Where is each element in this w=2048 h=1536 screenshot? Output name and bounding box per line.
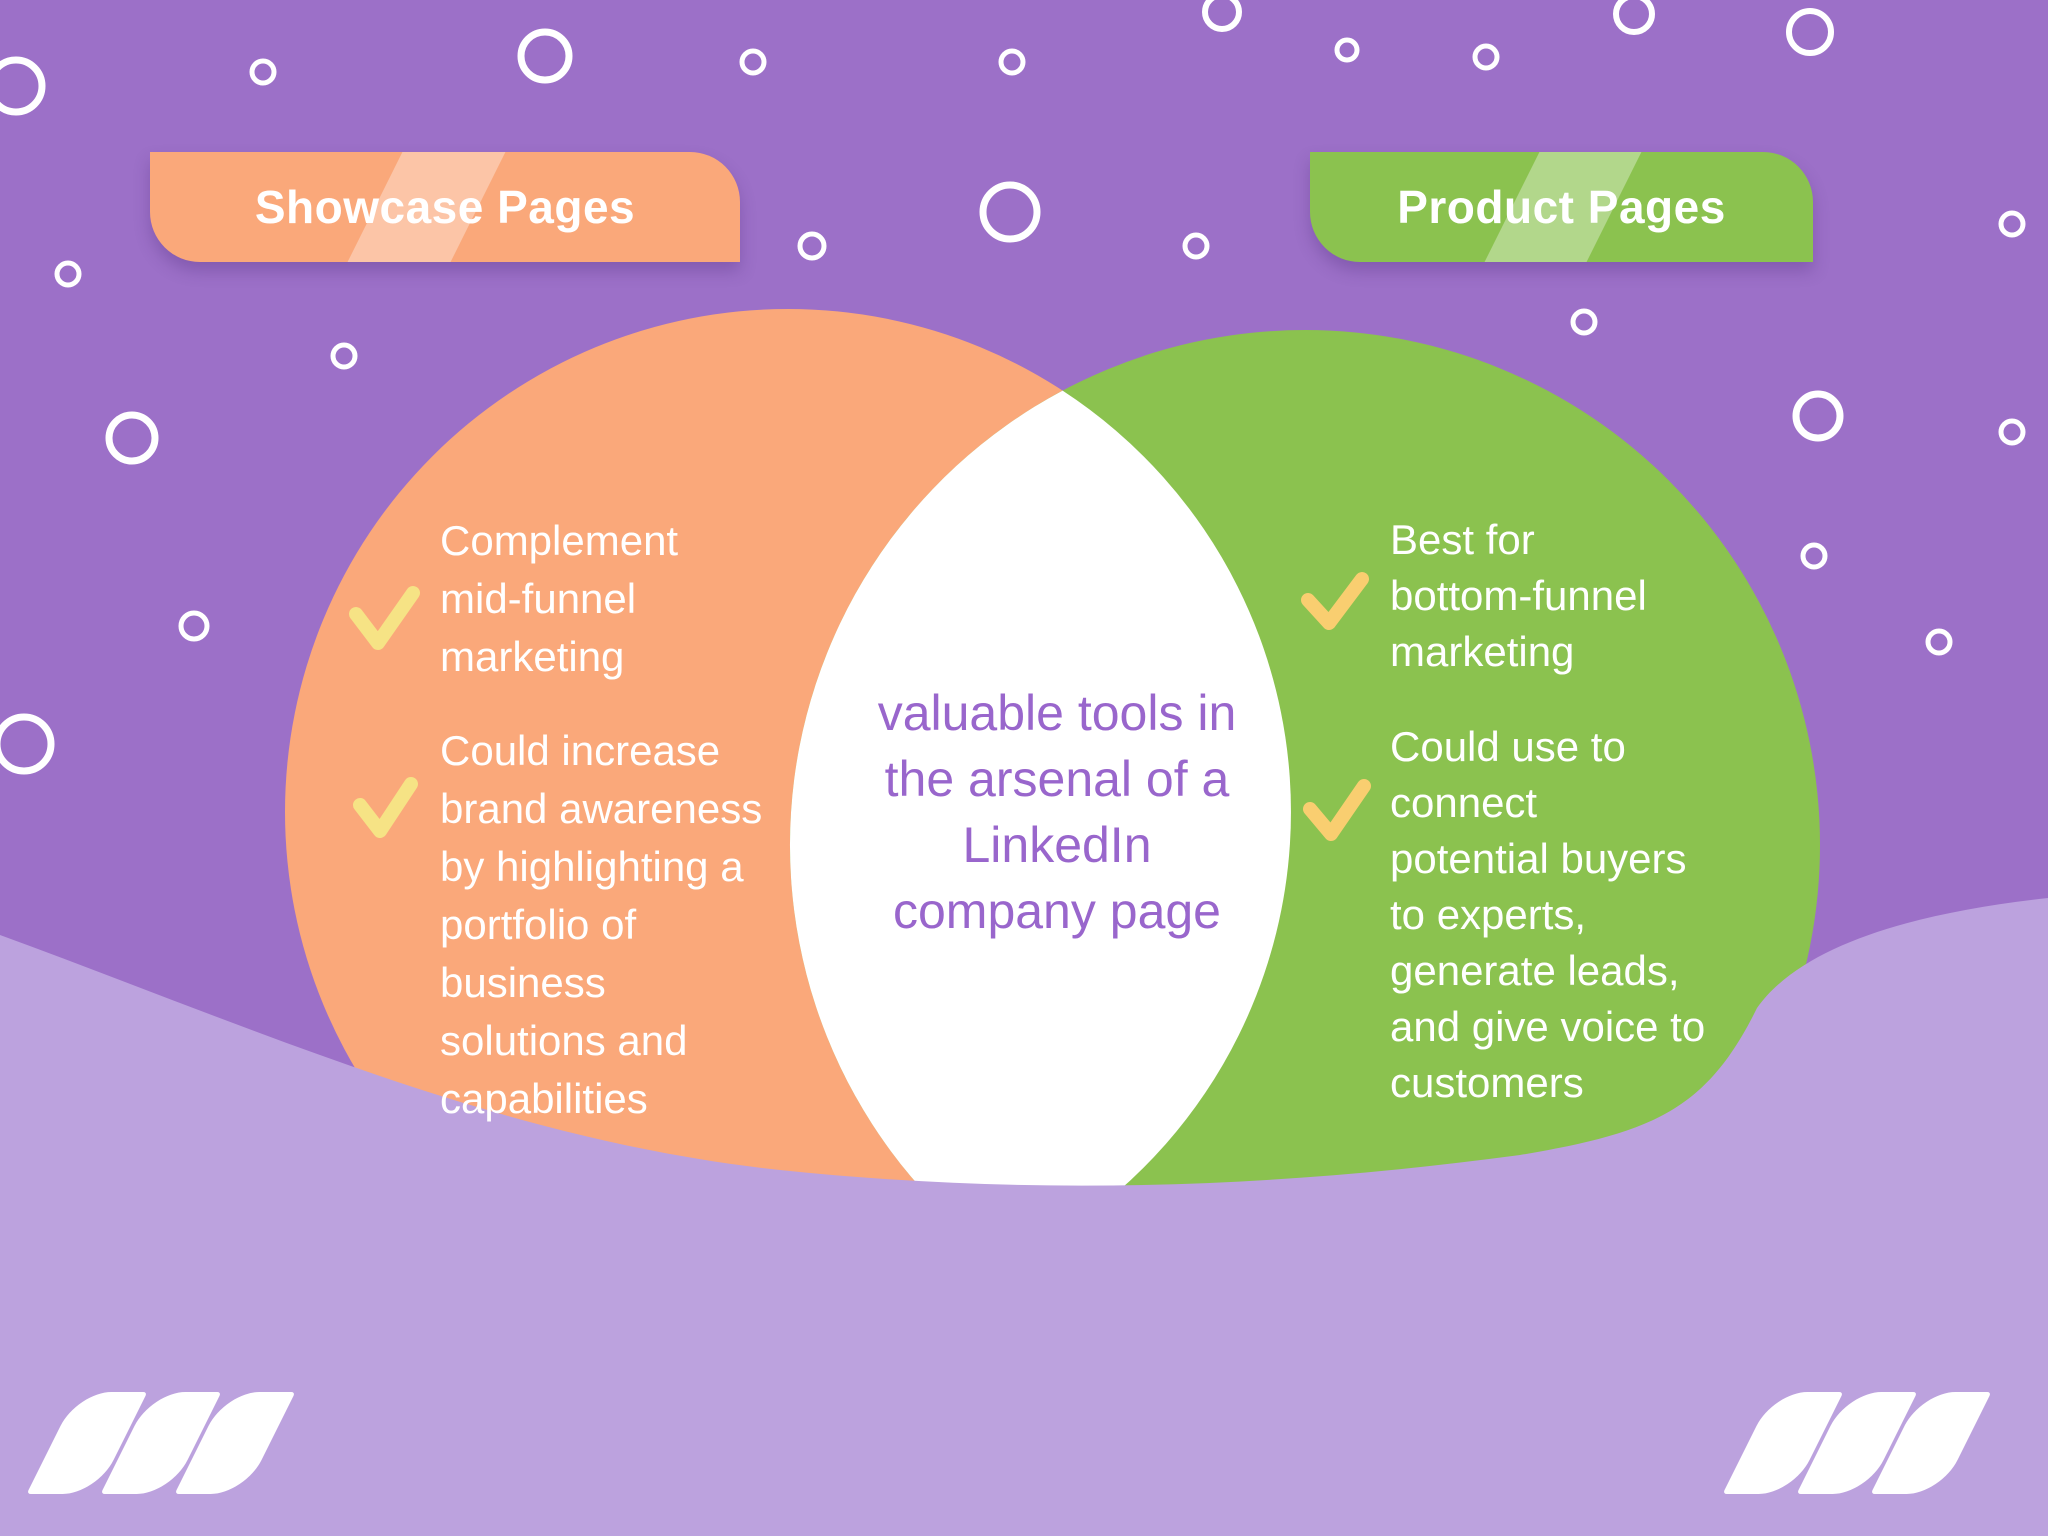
triple-slash-logo-icon (1722, 1392, 2018, 1494)
intersection-text: valuable tools in the arsenal of a LinkedI… (782, 680, 1332, 944)
text-line: company page (892, 883, 1221, 939)
circle-outline-icon (739, 48, 767, 76)
circle-outline-icon (1613, 0, 1655, 35)
circle-outline-icon (1202, 0, 1242, 32)
circle-outline-icon (1925, 628, 1953, 656)
text-line: mid-funnel (440, 575, 637, 622)
checkmark-icon (349, 586, 420, 650)
text-line: the arsenal of a (884, 751, 1230, 807)
circle-outline-icon (54, 260, 82, 288)
text-line: capabilities (440, 1075, 648, 1122)
circle-outline-icon (1800, 542, 1828, 570)
checkmark-icon (1301, 572, 1369, 630)
circle-outline-icon (1334, 37, 1360, 63)
circle-outline-icon (330, 342, 358, 370)
product-bullet-2: Could use to connect potential buyers to ex… (1390, 719, 1705, 1111)
text-line: Complement (440, 517, 679, 564)
circle-outline-icon (1792, 390, 1844, 442)
text-line: customers (1390, 1059, 1584, 1106)
text-line: Could use to (1390, 723, 1626, 770)
text-line: valuable tools in (877, 685, 1237, 741)
text-line: business (440, 959, 606, 1006)
text-line: bottom-funnel (1390, 572, 1647, 619)
circle-outline-icon (517, 28, 573, 84)
product-pages-label: Product Pages (1310, 152, 1813, 262)
text-line: by highlighting a (440, 843, 744, 890)
circle-outline-icon (0, 56, 46, 116)
circle-outline-icon (1570, 308, 1598, 336)
text-line: portfolio of (440, 901, 637, 948)
text-line: to experts, (1390, 891, 1587, 938)
showcase-pages-label-text: Showcase Pages (254, 181, 636, 233)
triple-slash-logo-icon (26, 1392, 322, 1494)
circle-outline-icon (105, 411, 159, 465)
circle-outline-icon (998, 48, 1026, 76)
text-line: solutions and (440, 1017, 688, 1064)
circle-outline-icon (1998, 210, 2026, 238)
checkmark-icon (1303, 779, 1371, 841)
circle-outline-icon (178, 610, 210, 642)
text-line: Could increase (440, 727, 721, 774)
text-line: generate leads, (1390, 947, 1680, 994)
text-line: connect (1390, 779, 1538, 826)
bottom-wave (0, 898, 2048, 1536)
checkmark-icon (353, 777, 418, 838)
venn-intersection (789, 390, 1291, 1265)
text-line: and give voice to (1390, 1003, 1706, 1050)
circle-outline-icon (249, 58, 277, 86)
text-line: marketing (440, 633, 625, 680)
showcase-pages-label: Showcase Pages (150, 152, 740, 262)
circle-outline-icon (979, 181, 1041, 243)
circle-outline-icon (1998, 418, 2026, 446)
product-bullet-1: Best for bottom-funnel marketing (1390, 512, 1647, 680)
circle-outline-icon (0, 713, 55, 775)
text-line: LinkedIn (962, 817, 1152, 873)
text-line: marketing (1390, 628, 1575, 675)
decorative-dots (0, 0, 2026, 775)
text-line: brand awareness (440, 785, 763, 832)
circle-outline-icon (797, 231, 827, 261)
circle-outline-icon (1472, 43, 1500, 71)
product-pages-label-text: Product Pages (1397, 181, 1726, 233)
text-line: Best for (1390, 516, 1535, 563)
circle-outline-icon (1786, 8, 1834, 56)
showcase-bullet-2: Could increase brand awareness by highligh… (440, 722, 762, 1128)
text-line: potential buyers (1390, 835, 1687, 882)
circle-outline-icon (1182, 232, 1210, 260)
showcase-bullet-1: Complement mid-funnel marketing (440, 512, 678, 686)
